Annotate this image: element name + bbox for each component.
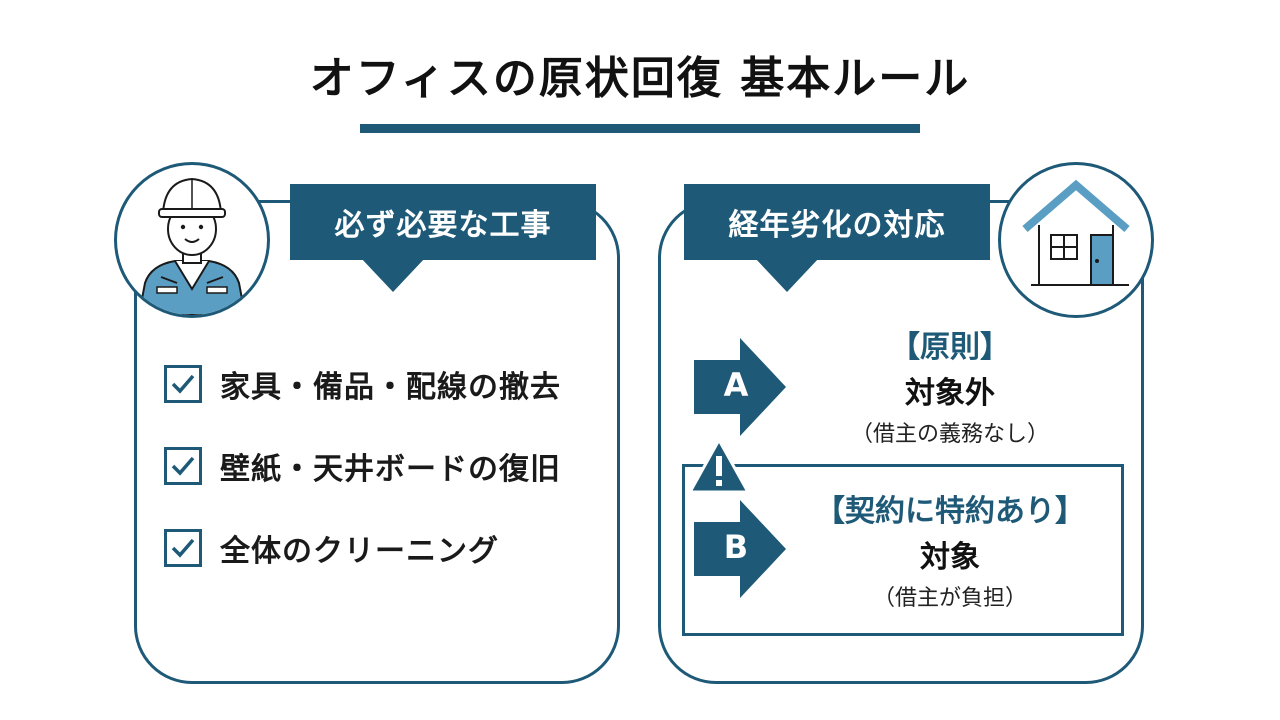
required-work-tag: 必ず必要な工事 bbox=[290, 184, 596, 260]
required-work-tag-pointer bbox=[361, 258, 425, 292]
option-b-result: 対象 bbox=[920, 540, 980, 575]
house-icon bbox=[998, 162, 1154, 318]
page-title: オフィスの原状回復 基本ルール bbox=[309, 53, 971, 104]
worker-avatar-icon bbox=[114, 162, 270, 318]
aging-response-tag: 経年劣化の対応 bbox=[684, 184, 990, 260]
option-a-result: 対象外 bbox=[905, 376, 995, 411]
required-work-tag-label: 必ず必要な工事 bbox=[334, 208, 552, 243]
checkbox-checked-icon bbox=[164, 529, 202, 567]
option-b-note: （借主が負担） bbox=[872, 586, 1027, 611]
list-item: 壁紙・天井ボードの復旧 bbox=[164, 446, 561, 487]
title-underline bbox=[360, 124, 920, 133]
option-a-text: 【原則】 対象外 （借主の義務なし） bbox=[790, 322, 1110, 448]
list-item-label: 壁紙・天井ボードの復旧 bbox=[220, 452, 561, 487]
arrow-b-icon bbox=[694, 500, 786, 598]
option-a-note: （借主の義務なし） bbox=[850, 422, 1049, 447]
aging-response-tag-label: 経年劣化の対応 bbox=[728, 208, 946, 243]
option-a-heading: 【原則】 bbox=[890, 330, 1010, 365]
list-item-label: 家具・備品・配線の撤去 bbox=[220, 370, 561, 405]
list-item-label: 全体のクリーニング bbox=[220, 534, 499, 569]
checkbox-checked-icon bbox=[164, 365, 202, 403]
option-b-heading: 【契約に特約あり】 bbox=[815, 494, 1085, 529]
option-b-text: 【契約に特約あり】 対象 （借主が負担） bbox=[780, 486, 1120, 612]
arrow-a-icon bbox=[694, 338, 786, 436]
option-a-letter: A bbox=[723, 366, 749, 404]
option-b-letter: B bbox=[723, 528, 749, 566]
checkbox-checked-icon bbox=[164, 447, 202, 485]
list-item: 家具・備品・配線の撤去 bbox=[164, 364, 561, 405]
warning-icon bbox=[688, 438, 750, 494]
list-item: 全体のクリーニング bbox=[164, 528, 499, 569]
aging-response-tag-pointer bbox=[755, 258, 819, 292]
